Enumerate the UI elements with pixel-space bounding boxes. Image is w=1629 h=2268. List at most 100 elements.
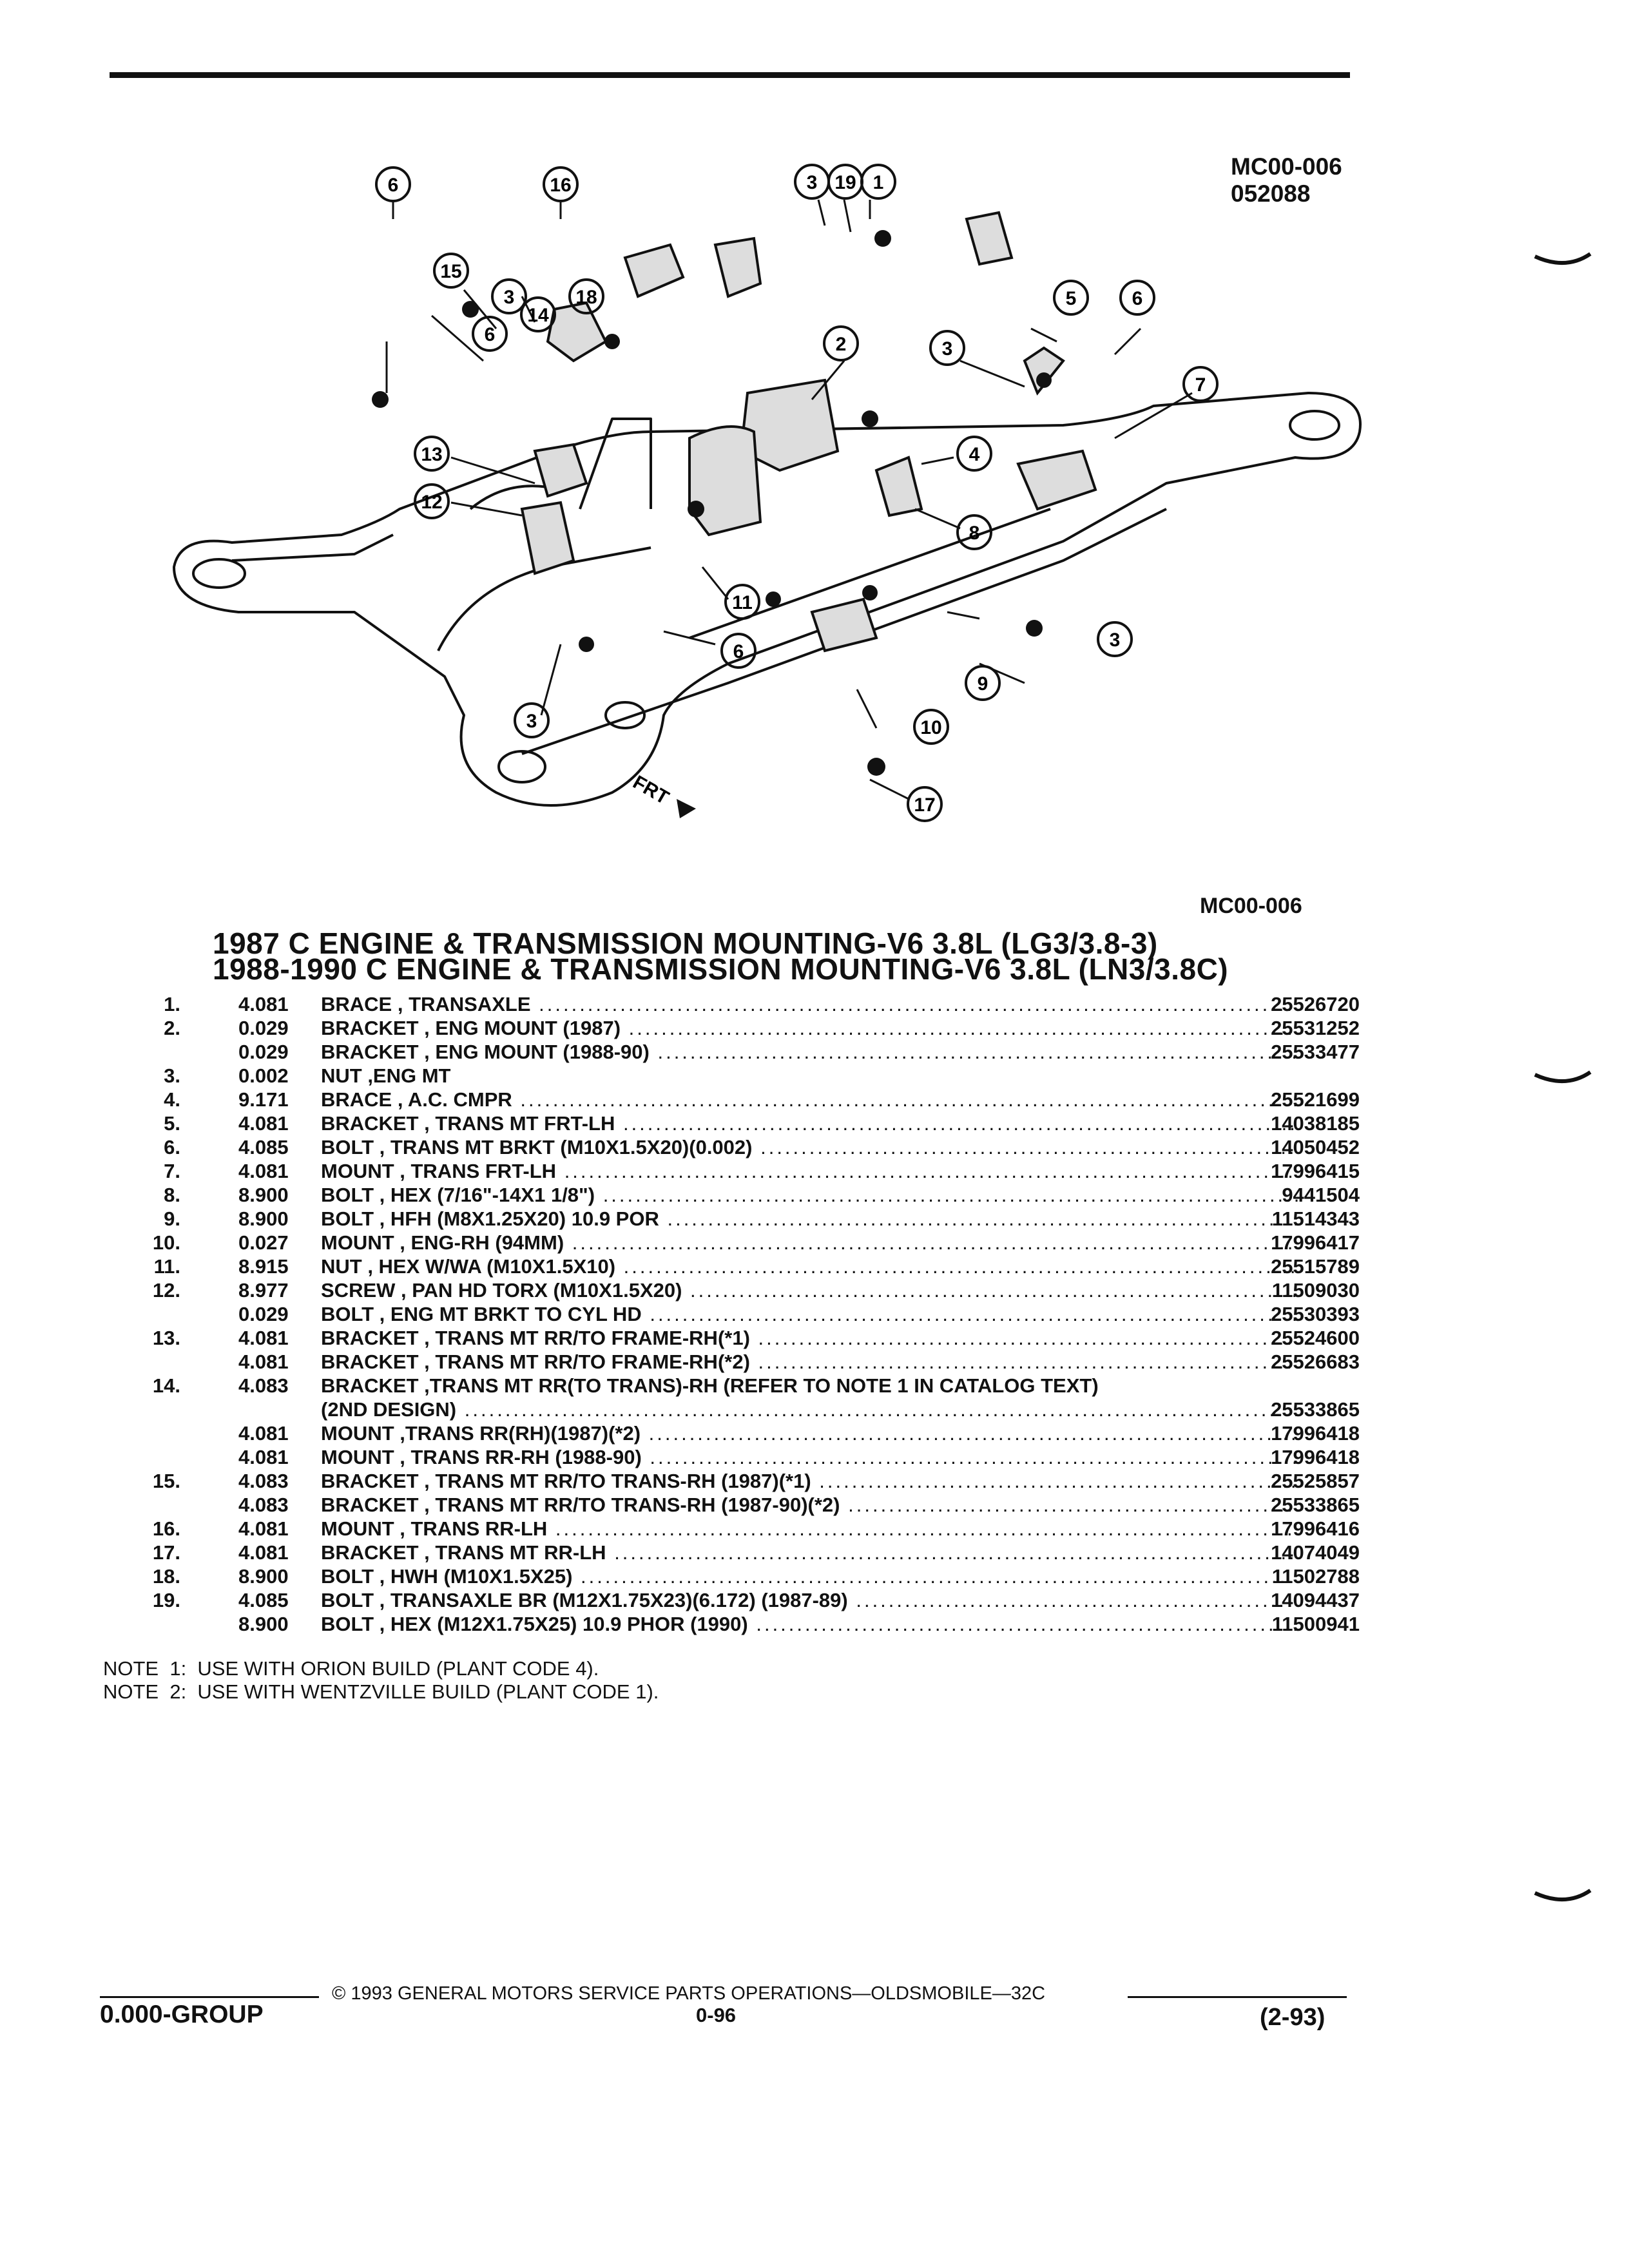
- part-description: MOUNT , TRANS RR-LH: [321, 1517, 1300, 1541]
- part-description: BRACKET , TRANS MT FRT-LH: [321, 1111, 1300, 1135]
- callout-19-label: 19: [834, 172, 856, 193]
- title-line-1: 1987 C ENGINE & TRANSMISSION MOUNTING-V6…: [213, 927, 1158, 960]
- part-number-index: 14.: [152, 1374, 180, 1397]
- callout-17-label: 16: [550, 175, 571, 196]
- part-number-index: 7.: [164, 1160, 180, 1182]
- part-description: BRACE , TRANSAXLE: [321, 992, 1300, 1016]
- group-number: 0.002: [238, 1064, 289, 1087]
- part-number: 25530393: [1271, 1303, 1360, 1325]
- rh-mount-shape: [810, 597, 878, 653]
- group-number: 8.900: [238, 1207, 289, 1230]
- trans-bracket-frt-shape: [1023, 346, 1065, 396]
- callout-16-label: 15: [440, 261, 461, 282]
- part-number: 14038185: [1271, 1112, 1360, 1135]
- part-description: BRACKET , TRANS MT RR/TO TRANS-RH (1987-…: [321, 1493, 1300, 1517]
- part-number-index: 6.: [164, 1136, 180, 1158]
- group-number: 4.081: [238, 1160, 289, 1182]
- group-number: 8.915: [238, 1255, 289, 1278]
- note-2: NOTE 2: USE WITH WENTZVILLE BUILD (PLANT…: [103, 1680, 659, 1703]
- figure-date-code: 052088: [1231, 180, 1311, 207]
- callout-12-label: 11: [732, 592, 753, 613]
- callouts: 6 16 3 19 1 15 18 3 14 6 2 3 5 6 7 13 12…: [375, 164, 1219, 822]
- part-number-index: 11.: [153, 1255, 180, 1278]
- callout-3e-label: 3: [526, 711, 537, 732]
- group-number: 0.027: [238, 1231, 289, 1254]
- part-description: BRACKET , TRANS MT RR/TO TRANS-RH (1987)…: [321, 1469, 1300, 1493]
- part-description: BRACKET ,TRANS MT RR(TO TRANS)-RH (REFER…: [321, 1374, 1099, 1397]
- callout-15-label: 14: [527, 305, 549, 326]
- note-1: NOTE 1: USE WITH ORION BUILD (PLANT CODE…: [103, 1657, 599, 1680]
- part-description: BRACE , A.C. CMPR: [321, 1088, 1300, 1111]
- ac-brace-shape: [874, 456, 923, 517]
- part-number-index: 1.: [164, 993, 180, 1015]
- group-number: 8.900: [238, 1565, 289, 1588]
- callout-7-label: 7: [1195, 374, 1206, 396]
- part-number: 11500941: [1271, 1613, 1360, 1635]
- group-number: 4.081: [238, 1541, 289, 1564]
- callout-18-label: 18: [575, 287, 597, 308]
- group-number: 4.081: [238, 993, 289, 1015]
- part-number: 25526683: [1271, 1350, 1360, 1373]
- parts-row: 1. 4.081 BRACE , TRANSAXLE25526720: [97, 992, 1360, 1016]
- part-number-index: 8.: [164, 1184, 180, 1206]
- part-number-index: 15.: [152, 1470, 180, 1492]
- callout-14-label: 13: [421, 444, 442, 465]
- binding-mark: [1534, 1888, 1592, 1901]
- callout-6: [375, 166, 411, 202]
- trans-mount-frt-lh-shape: [1016, 449, 1097, 511]
- part-description: BRACKET , TRANS MT RR/TO FRAME-RH(*2): [321, 1350, 1300, 1374]
- part-number: 14050452: [1271, 1136, 1360, 1158]
- part-description: BRACKET , TRANS MT RR-LH: [321, 1541, 1300, 1564]
- part-description: BRACKET , ENG MOUNT (1987): [321, 1016, 1300, 1040]
- part-number-index: 17.: [152, 1541, 180, 1564]
- part-description: BOLT , HFH (M8X1.25X20) 10.9 POR: [321, 1207, 1300, 1231]
- group-number: 4.081: [238, 1446, 289, 1468]
- part-number: 14094437: [1271, 1589, 1360, 1611]
- front-arrow-icon: [677, 799, 696, 818]
- part-number: 25531252: [1271, 1017, 1360, 1039]
- group-number: 0.029: [238, 1303, 289, 1325]
- part-description: MOUNT ,TRANS RR(RH)(1987)(*2): [321, 1421, 1300, 1445]
- notes: NOTE 1: USE WITH ORION BUILD (PLANT CODE…: [103, 1657, 659, 1704]
- callout-9-label: 9: [978, 673, 988, 695]
- transaxle-brace-shape: [965, 211, 1014, 266]
- engine-mount-shape: [688, 425, 762, 537]
- group-number: 4.083: [238, 1470, 289, 1492]
- footer-page-number: 0-96: [696, 2004, 737, 2026]
- front-label: FRT: [630, 771, 673, 809]
- part-number: 17996415: [1271, 1160, 1360, 1182]
- binding-mark: [1534, 252, 1592, 265]
- part-number: 17996418: [1271, 1422, 1360, 1445]
- callout-1-label: 1: [873, 172, 884, 193]
- part-number: 25526720: [1271, 993, 1360, 1015]
- callout-10-label: 10: [920, 717, 941, 738]
- footer-rule-left: [100, 1996, 319, 1998]
- callout-6d-label: 6: [733, 641, 744, 662]
- part-number-index: 3.: [164, 1064, 180, 1087]
- frame-bracket-shape: [520, 501, 575, 575]
- footer-date: (2-93): [1260, 2004, 1325, 2031]
- callout-4-label: 4: [969, 444, 980, 465]
- part-description: (2ND DESIGN): [321, 1398, 1300, 1421]
- part-number: 11509030: [1271, 1279, 1360, 1302]
- part-description: MOUNT , TRANS RR-RH (1988-90): [321, 1445, 1300, 1469]
- lh-bracket-shape: [713, 236, 762, 298]
- part-number: 25524600: [1271, 1327, 1360, 1349]
- callout-13-label: 12: [421, 492, 442, 513]
- part-number: 11502788: [1271, 1565, 1360, 1588]
- part-description: BRACKET , TRANS MT RR/TO FRAME-RH(*1): [321, 1326, 1300, 1350]
- group-number: 4.085: [238, 1136, 289, 1158]
- part-number: 9441504: [1282, 1184, 1360, 1206]
- group-number: 8.900: [238, 1613, 289, 1635]
